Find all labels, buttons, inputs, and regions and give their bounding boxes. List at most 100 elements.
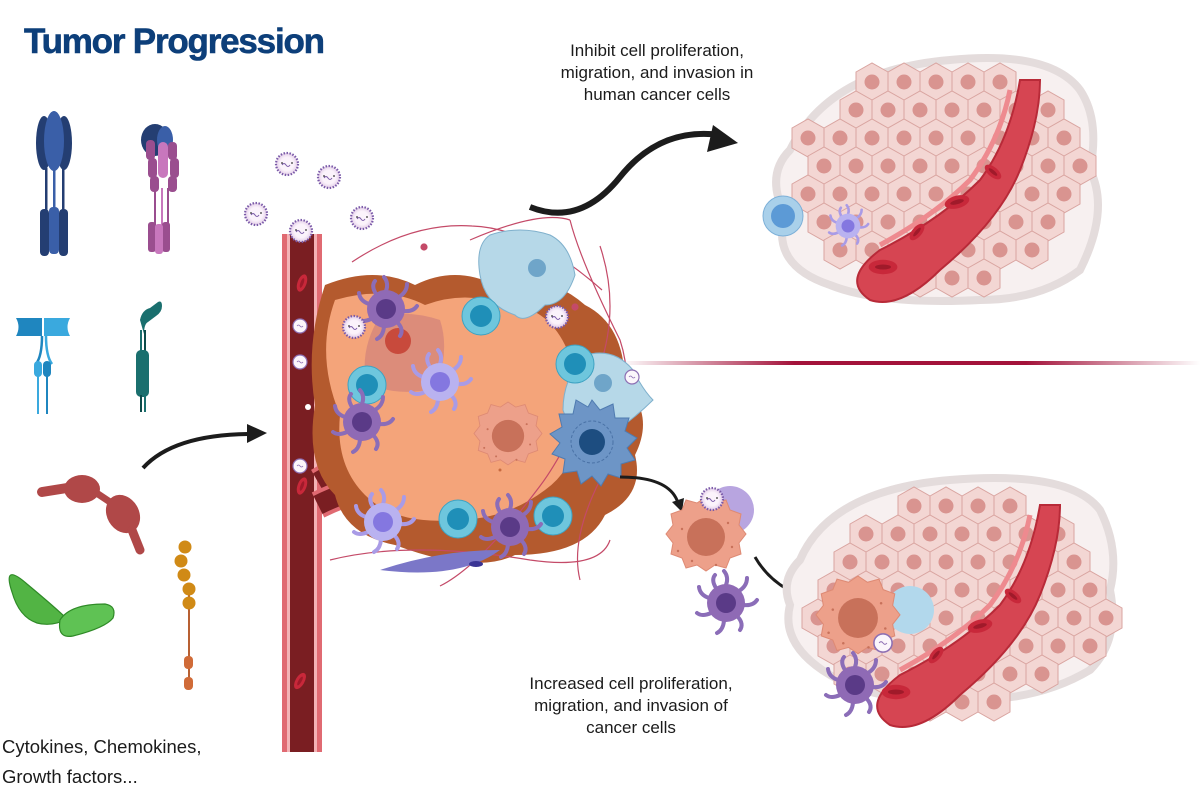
tissue-cell: [999, 90, 1033, 130]
tissue-cell: [983, 174, 1017, 214]
caption-line: migration, and invasion of: [534, 696, 728, 715]
cancer-cell-icon: [665, 486, 759, 635]
caption-line: human cancer cells: [583, 85, 731, 104]
tissue-cell: [967, 202, 1001, 242]
tissue-cell: [945, 626, 979, 666]
tissue-cell: [993, 654, 1027, 694]
growth-factor-icon: [8, 574, 115, 638]
tissue-cell: [967, 258, 1001, 298]
tissue-cell: [823, 230, 857, 270]
tissue-cell: [897, 486, 931, 526]
tissue-cell: [951, 230, 985, 270]
tumor-mass-icon: [311, 275, 643, 563]
tissue-cell: [951, 118, 985, 158]
tissue-cell: [983, 118, 1017, 158]
tissue-cell: [951, 174, 985, 214]
tissue-cell: [833, 542, 867, 582]
tissue-cell: [1031, 202, 1065, 242]
tissue-cell: [881, 570, 915, 610]
tissue-cell: [1009, 570, 1043, 610]
tissue-cell: [887, 174, 921, 214]
tissue-cell: [945, 682, 979, 722]
tissue-cell: [871, 258, 905, 298]
arrow-metastasis-icon: [619, 475, 828, 610]
tissue-cell: [849, 626, 883, 666]
tissue-cell: [865, 542, 899, 582]
tissue-cell: [951, 62, 985, 102]
tissue-cell: [903, 202, 937, 242]
tissue-cell: [1041, 626, 1075, 666]
caption-line: cancer cells: [586, 718, 676, 737]
section-divider: [620, 361, 1200, 365]
tissue-cell: [961, 542, 995, 582]
tissue-cell: [919, 62, 953, 102]
invaded-tissue-icon: [782, 474, 1123, 728]
caption-line: Increased cell proliferation,: [529, 674, 733, 693]
tissue-cell: [807, 146, 841, 186]
tissue-cell: [823, 118, 857, 158]
tissue-cell: [903, 146, 937, 186]
tissue-cell: [1031, 90, 1065, 130]
fibroblast-icon: [380, 229, 654, 573]
tissue-cell: [865, 598, 899, 638]
tissue-cell: [993, 542, 1027, 582]
tissue-cell: [913, 570, 947, 610]
tissue-cell: [855, 230, 889, 270]
tissue-cell: [913, 514, 947, 554]
tissue-cell: [935, 258, 969, 298]
cytokine-icon: [37, 475, 145, 555]
tissue-cell: [945, 570, 979, 610]
tissue-cell: [1057, 542, 1091, 582]
tissue-cell: [887, 118, 921, 158]
tissue-cell: [961, 486, 995, 526]
tissue-cell: [807, 202, 841, 242]
arrow-to-tumor-icon: [141, 424, 267, 470]
caption-factors: Cytokines, Chemokines, Growth factors...: [2, 732, 302, 792]
tissue-cell: [855, 118, 889, 158]
caption-line: Inhibit cell proliferation,: [570, 41, 744, 60]
tissue-cell: [887, 230, 921, 270]
arrow-inhibit-icon: [528, 125, 738, 216]
tissue-cell: [929, 486, 963, 526]
tissue-cell: [833, 598, 867, 638]
tissue-cell: [791, 174, 825, 214]
caption-increase: Increased cell proliferation, migration,…: [496, 673, 766, 739]
tissue-cell: [983, 62, 1017, 102]
tissue-cell: [897, 654, 931, 694]
tissue-cell: [1063, 146, 1097, 186]
tissue-cell: [983, 230, 1017, 270]
tissue-cell: [833, 654, 867, 694]
tissue-cell: [1057, 598, 1091, 638]
tissue-cell: [871, 146, 905, 186]
tissue-cell: [919, 174, 953, 214]
tissue-cell: [967, 90, 1001, 130]
figure-title: Tumor Progression: [24, 22, 326, 62]
tissue-cell: [961, 654, 995, 694]
caption-inhibit: Inhibit cell proliferation, migration, a…: [540, 40, 774, 106]
tissue-cell: [855, 62, 889, 102]
caption-line: Growth factors...: [2, 766, 138, 787]
tissue-cell: [919, 118, 953, 158]
tissue-cell: [999, 146, 1033, 186]
tissue-cell: [903, 258, 937, 298]
tissue-cell: [993, 598, 1027, 638]
tissue-cell: [881, 514, 915, 554]
tissue-cell: [865, 654, 899, 694]
tissue-cell: [919, 230, 953, 270]
tissue-cell: [897, 542, 931, 582]
tissue-cell: [855, 174, 889, 214]
tissue-cell: [817, 570, 851, 610]
tissue-cell: [1009, 514, 1043, 554]
tissue-cell: [1015, 174, 1049, 214]
tissue-cell: [977, 682, 1011, 722]
tissue-cell: [929, 598, 963, 638]
caption-line: migration, and invasion in: [560, 63, 754, 82]
tissue-cell: [961, 598, 995, 638]
tissue-cell: [977, 514, 1011, 554]
tissue-cell: [823, 174, 857, 214]
tissue-cell: [871, 90, 905, 130]
multimeric-receptor-icon: [141, 124, 179, 254]
tissue-cell: [945, 514, 979, 554]
